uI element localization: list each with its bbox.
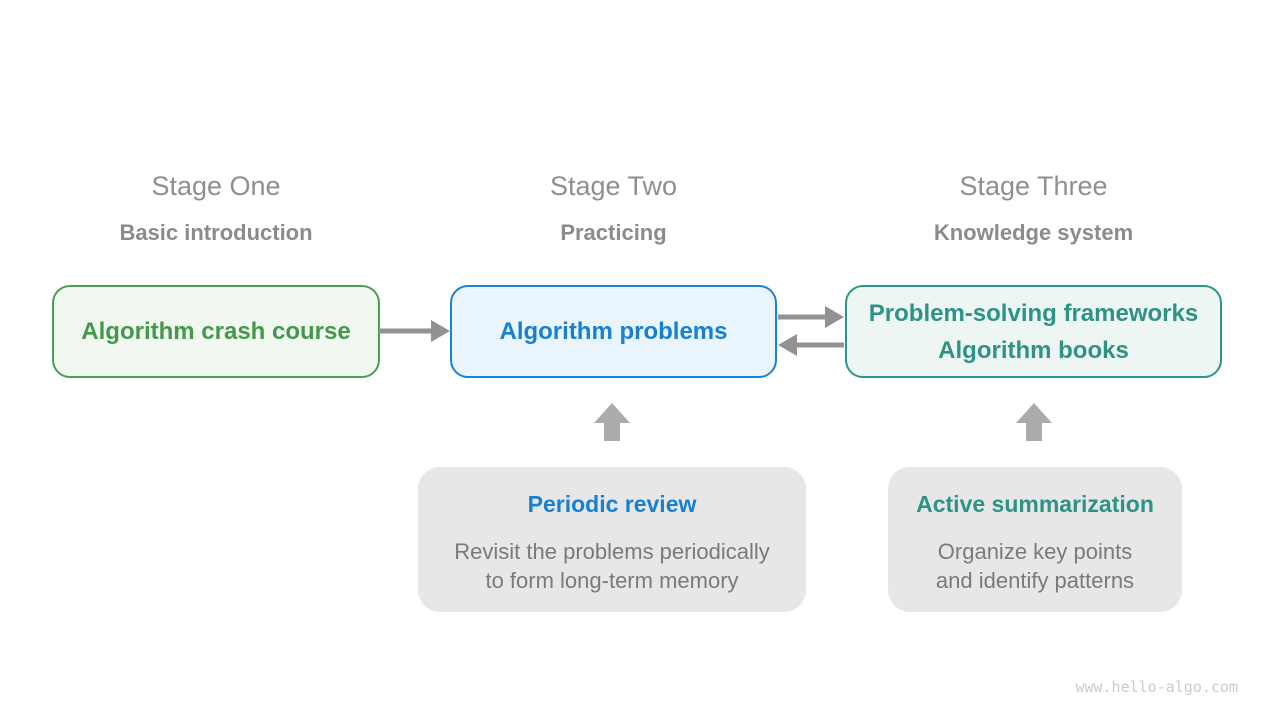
note-periodic-review-body: Revisit the problems periodically to for… xyxy=(418,537,806,595)
stage-three-title: Stage Three xyxy=(959,171,1108,201)
arrow-stage1-to-stage2-icon xyxy=(379,320,450,342)
stage-three-box: Problem-solving frameworks Algorithm boo… xyxy=(845,285,1222,378)
note-active-summarization-title: Active summarization xyxy=(916,491,1154,517)
note-active-summarization: Active summarization Organize key points… xyxy=(888,467,1182,612)
note-active-summarization-body-line2: and identify patterns xyxy=(935,568,1135,593)
note-periodic-review: Periodic review Revisit the problems per… xyxy=(418,467,806,612)
stage-three-box-label-line1: Problem-solving frameworks xyxy=(868,299,1199,327)
stage-three-subtitle: Knowledge system xyxy=(933,220,1134,245)
note-active-summarization-body: Organize key points and identify pattern… xyxy=(888,537,1182,595)
stage-three-box-label-line2: Algorithm books xyxy=(938,336,1129,364)
stage-two-title: Stage Two xyxy=(549,171,678,201)
stage-two-box-label: Algorithm problems xyxy=(499,318,728,345)
stage-one-title: Stage One xyxy=(151,171,281,201)
stage-one-box: Algorithm crash course xyxy=(52,285,380,378)
stage-two-box: Algorithm problems xyxy=(450,285,777,378)
arrow-stage2-to-stage3-icon xyxy=(778,306,844,328)
arrow-stage3-to-stage2-icon xyxy=(778,334,844,356)
note-periodic-review-body-line2: to form long-term memory xyxy=(485,568,739,593)
stage-one-subtitle: Basic introduction xyxy=(119,220,313,245)
note-active-summarization-body-line1: Organize key points xyxy=(937,539,1133,564)
arrow-active-summarization-up-icon xyxy=(1016,403,1052,441)
stage-one-box-label: Algorithm crash course xyxy=(81,318,351,345)
arrow-periodic-review-up-icon xyxy=(594,403,630,441)
note-periodic-review-title: Periodic review xyxy=(527,491,697,517)
stage-two-subtitle: Practicing xyxy=(560,220,667,245)
note-periodic-review-body-line1: Revisit the problems periodically xyxy=(454,539,770,564)
watermark: www.hello-algo.com xyxy=(1075,678,1238,696)
